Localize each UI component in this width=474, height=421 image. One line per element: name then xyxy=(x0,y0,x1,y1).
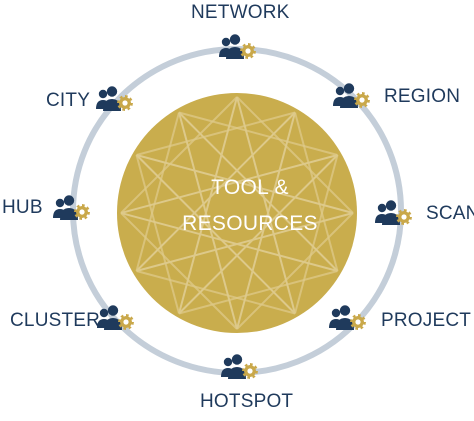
person-body-icon xyxy=(60,208,78,220)
star-chord-inner xyxy=(236,212,354,330)
person-head-icon xyxy=(223,357,233,367)
star-chord-inner xyxy=(178,111,338,156)
hotspot-people-gear-icon xyxy=(221,354,258,379)
star-pattern xyxy=(120,96,354,330)
person-head-icon xyxy=(221,37,231,47)
gear-hole-icon xyxy=(401,214,407,220)
node-label-city: CITY xyxy=(46,90,91,111)
person-head-icon xyxy=(339,305,351,316)
person-head-icon xyxy=(385,200,397,211)
gear-hole-icon xyxy=(79,209,85,215)
network-people-gear-icon xyxy=(219,34,256,59)
star-chord-inner xyxy=(136,111,296,156)
gear-hole-icon xyxy=(355,319,361,325)
gear-hole-icon xyxy=(247,368,253,374)
star-chord-inner xyxy=(294,154,339,314)
region-people-gear-icon xyxy=(333,83,370,108)
person-body-icon xyxy=(103,99,121,111)
hub-people-gear-icon xyxy=(53,195,90,220)
star-chord-inner xyxy=(135,112,180,272)
star-chord xyxy=(136,154,354,214)
person-body-icon xyxy=(104,318,122,330)
star-chord xyxy=(236,112,296,330)
star-chord xyxy=(120,212,338,272)
person-head-icon xyxy=(107,305,119,316)
star-chord-inner xyxy=(136,270,296,315)
star-chord xyxy=(135,111,296,272)
star-chord xyxy=(178,112,238,330)
person-body-icon xyxy=(228,367,246,379)
star-chord-inner xyxy=(120,212,238,330)
person-head-icon xyxy=(331,308,341,318)
star-chord xyxy=(120,154,338,214)
node-label-network: NETWORK xyxy=(191,2,290,23)
person-head-icon xyxy=(229,34,241,45)
gear-hole-icon xyxy=(245,48,251,54)
person-head-icon xyxy=(55,198,65,208)
node-label-cluster: CLUSTER xyxy=(10,310,101,331)
person-body-icon xyxy=(336,318,354,330)
gear-hole-icon xyxy=(123,319,129,325)
project-people-gear-icon xyxy=(329,305,366,330)
node-label-region: REGION xyxy=(384,86,461,107)
star-chord xyxy=(178,111,339,272)
star-chord-inner xyxy=(178,270,338,315)
person-head-icon xyxy=(98,89,108,99)
star-chord xyxy=(236,96,296,314)
star-chord-inner xyxy=(294,112,339,272)
node-label-hotspot: HOTSPOT xyxy=(200,391,294,412)
person-head-icon xyxy=(335,86,345,96)
center-title-line-2: RESOURCES xyxy=(182,212,318,235)
person-head-icon xyxy=(231,354,243,365)
star-chord xyxy=(178,96,238,314)
person-head-icon xyxy=(99,308,109,318)
person-body-icon xyxy=(226,47,244,59)
cluster-people-gear-icon xyxy=(97,305,134,330)
gear-hole-icon xyxy=(122,100,128,106)
center-title-line-1: TOOL & xyxy=(211,176,289,199)
star-chord xyxy=(135,154,296,315)
star-chord xyxy=(136,212,354,272)
node-label-project: PROJECT xyxy=(381,310,472,331)
person-head-icon xyxy=(63,195,75,206)
scan-people-gear-icon xyxy=(375,200,412,225)
node-label-hub: HUB xyxy=(2,197,43,218)
city-people-gear-icon xyxy=(96,86,133,111)
node-label-scan: SCAN xyxy=(426,203,474,224)
star-chord-inner xyxy=(236,96,354,214)
person-body-icon xyxy=(340,96,358,108)
star-chord-inner xyxy=(120,96,238,214)
star-chord-inner xyxy=(135,154,180,314)
center-circle xyxy=(117,93,357,333)
person-head-icon xyxy=(377,203,387,213)
person-body-icon xyxy=(382,213,400,225)
center-title: TOOL & RESOURCES xyxy=(150,170,350,242)
person-head-icon xyxy=(343,83,355,94)
star-chord xyxy=(178,154,339,315)
gear-hole-icon xyxy=(359,97,365,103)
person-head-icon xyxy=(106,86,118,97)
